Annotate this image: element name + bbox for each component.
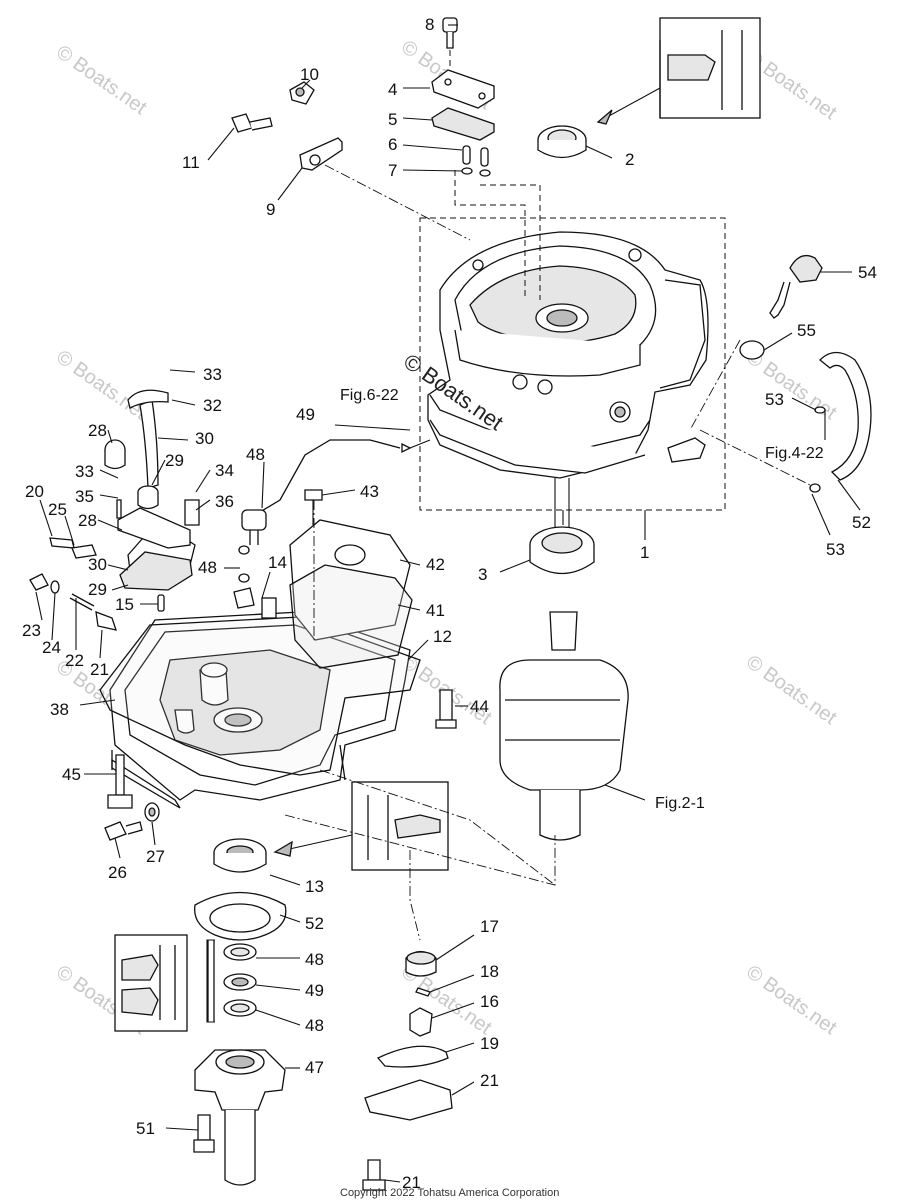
callout-6: 6: [388, 135, 397, 154]
callout-3: 3: [478, 565, 487, 584]
callout-16: 16: [480, 992, 499, 1011]
lower-right-parts: [284, 769, 556, 1191]
lower-shaft-parts: [114, 891, 287, 1186]
callout-51: 51: [136, 1119, 155, 1138]
callout-46: 49: [296, 405, 315, 424]
callout-47: 47: [305, 1058, 324, 1077]
callout-11: 11: [182, 153, 200, 172]
callout-8: 8: [425, 15, 434, 34]
crankcase-boundary: [419, 217, 726, 511]
callout-49: 49: [305, 981, 324, 1000]
leader-lines: [35, 24, 861, 1183]
watermark: © Boats.net: [742, 961, 841, 1039]
callout-37: 36: [215, 492, 234, 511]
callout-38: 38: [50, 700, 69, 719]
callout-53: 53: [765, 390, 784, 409]
callout-10: 10: [300, 65, 319, 84]
callout-42: 44: [470, 697, 489, 716]
callout-32: 30: [195, 429, 214, 448]
callout-39: 41: [426, 601, 445, 620]
bolts-27-28-43: [104, 754, 160, 841]
callout-48: 48: [305, 1016, 324, 1035]
callout-41: 43: [360, 482, 379, 501]
callout-23: 22: [65, 651, 84, 670]
callout-43: 45: [62, 765, 81, 784]
callout-40: 42: [426, 555, 445, 574]
callout-31: 30: [88, 555, 107, 574]
copyright-notice: Copyright 2022 Tohatsu America Corporati…: [340, 1187, 559, 1199]
callout-9: 9: [266, 200, 275, 219]
ref-fig-4-22: Fig.4-22: [765, 445, 824, 462]
callout-13: 13: [305, 877, 324, 896]
callout-45: 48: [246, 445, 265, 464]
callout-15: 15: [115, 595, 134, 614]
watermark: © Boats.net: [52, 346, 151, 424]
callout-21: 21: [402, 1173, 421, 1192]
callout-20: 21: [480, 1071, 499, 1090]
callout-36: 34: [215, 461, 234, 480]
callout-2: 2: [625, 150, 634, 169]
breather-group: [29, 389, 200, 631]
callout-26: 25: [48, 500, 67, 519]
callout-7: 7: [388, 161, 397, 180]
callout-21: 20: [25, 482, 44, 501]
right-side-parts: [689, 254, 872, 493]
callout-30: 29: [88, 580, 107, 599]
callout-36: 33: [75, 462, 94, 481]
callout-27: 26: [108, 863, 127, 882]
callout-1: 1: [640, 543, 649, 562]
callout-labels: 8 10 4 5 6 7 2 11 9 54 55 53 52 53 1 3 3…: [22, 15, 877, 1192]
gaskets-38-39-40: [99, 519, 421, 776]
callout-22: 21: [90, 660, 109, 679]
callout-37: 35: [75, 487, 94, 506]
watermark: © Boats.net: [52, 41, 151, 119]
callout-44: 48: [198, 558, 217, 577]
leader-1-bracket: [562, 510, 646, 540]
callout-34: 32: [203, 396, 222, 415]
callout-19: 19: [480, 1034, 499, 1053]
callout-5: 5: [388, 110, 397, 129]
watermark: © Boats.net: [742, 651, 841, 729]
ref-fig-6-22: Fig.6-22: [340, 387, 399, 404]
callout-24: 23: [22, 621, 41, 640]
callout-28: 27: [146, 847, 165, 866]
callout-33: 29: [165, 451, 184, 470]
crankcase-assembly: [427, 231, 709, 479]
cable-and-sensor-parts: [233, 439, 457, 729]
bearing-and-crankshaft: [499, 478, 629, 841]
callout-12: 12: [433, 627, 452, 646]
callout-14: 14: [268, 553, 287, 572]
ref-fig-2-1: Fig.2-1: [655, 795, 705, 812]
parts-9-10-11: [231, 81, 471, 241]
callout-54: 54: [858, 263, 877, 282]
callout-48: 48: [305, 950, 324, 969]
callout-53: 53: [826, 540, 845, 559]
callout-29: 28: [78, 511, 97, 530]
callout-50: 52: [305, 914, 324, 933]
top-parts: [431, 17, 587, 300]
callout-25: 24: [42, 638, 61, 657]
seal-detail-inset-bottom: [213, 781, 449, 873]
callout-55: 55: [797, 321, 816, 340]
seal-detail-inset-top: [596, 17, 761, 125]
callout-35: 33: [203, 365, 222, 384]
callout-18: 18: [480, 962, 499, 981]
callout-17: 17: [480, 917, 499, 936]
callout-52: 52: [852, 513, 871, 532]
figure-references: Fig.6-22 Fig.4-22 Fig.2-1: [340, 387, 824, 812]
callout-4: 4: [388, 80, 397, 99]
callout-33: 28: [88, 421, 107, 440]
